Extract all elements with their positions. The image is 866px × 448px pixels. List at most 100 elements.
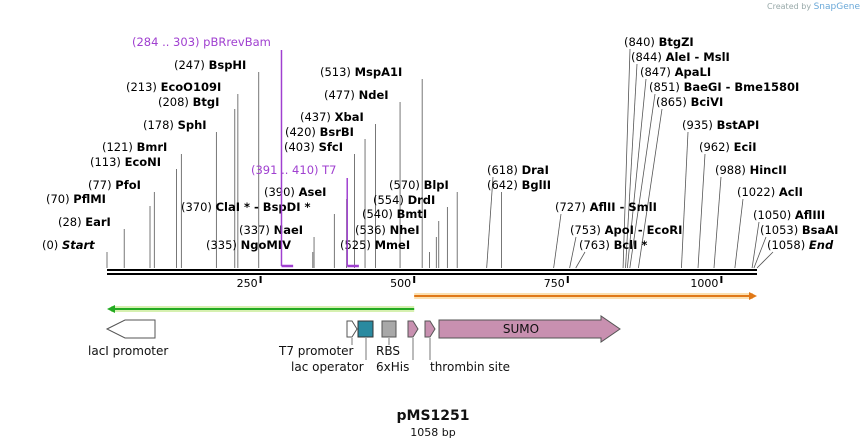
primer-label: (391 .. 410) T7: [251, 163, 337, 177]
enzyme-label: (477) NdeI: [324, 88, 389, 102]
enzyme-name: AclI: [779, 185, 803, 199]
enzyme-pos: (420): [285, 125, 320, 139]
enzyme-name: PflMI: [73, 192, 106, 206]
enzyme-pos: (0): [42, 238, 62, 252]
feature-label: SUMO: [503, 322, 539, 336]
enzyme-line: [751, 221, 760, 269]
enzyme-pos: (540): [362, 207, 397, 221]
enzyme-label: (618) DraI: [487, 163, 549, 177]
enzyme-pos: (962): [699, 140, 734, 154]
enzyme-label: (247) BspHI: [174, 58, 246, 72]
primer-pos: (284 .. 303): [132, 35, 203, 49]
enzyme-name: DraI: [522, 163, 549, 177]
ruler-tick-label: 500: [390, 277, 411, 290]
enzyme-line: [486, 176, 494, 269]
enzyme-pos: (844): [631, 50, 666, 64]
enzyme-name: BclI *: [614, 238, 648, 252]
enzyme-pos: (437): [300, 110, 335, 124]
enzyme-pos: (208): [158, 95, 193, 109]
enzyme-label: (935) BstAPI: [682, 118, 759, 132]
enzyme-label: (865) BciVI: [656, 95, 723, 109]
credit-prefix: Created by: [767, 2, 812, 11]
enzyme-label: (1022) AclI: [737, 185, 803, 199]
lac-operator-shape: [357, 320, 374, 338]
enzyme-label: (437) XbaI: [300, 110, 364, 124]
enzyme-name: BstAPI: [717, 118, 760, 132]
enzyme-name: ApaLI: [675, 65, 712, 79]
enzyme-name: BaeGI - Bme1580I: [684, 80, 800, 94]
enzyme-pos: (988): [715, 163, 750, 177]
primer-name: T7: [321, 163, 336, 177]
enzyme-lines: [106, 48, 774, 269]
enzyme-label: (208) BtgI: [158, 95, 219, 109]
enzyme-pos: (337): [239, 223, 274, 237]
enzyme-name: NaeI: [274, 223, 303, 237]
enzyme-pos: (865): [656, 95, 691, 109]
enzyme-name: BtgI: [193, 95, 220, 109]
enzyme-name: AflII - SmlI: [590, 200, 657, 214]
enzyme-name: AflIII: [795, 208, 825, 222]
enzyme-label: (727) AflII - SmlI: [555, 200, 657, 214]
enzyme-label: (570) BlpI: [389, 178, 449, 192]
enzyme-pos: (178): [143, 118, 178, 132]
enzyme-label: (753) ApoI - EcoRI: [570, 223, 682, 237]
enzyme-name: End: [809, 238, 834, 252]
enzyme-pos: (525): [340, 238, 375, 252]
enzyme-name: BsaAI: [802, 223, 839, 237]
enzyme-pos: (213): [126, 80, 161, 94]
feature-label: T7 promoter: [278, 344, 354, 358]
enzyme-label: (844) AleI - MslI: [631, 50, 730, 64]
feature-label: 6xHis: [376, 360, 409, 374]
enzyme-label: (335) NgoMIV: [206, 238, 291, 252]
enzyme-pos: (1053): [760, 223, 802, 237]
enzyme-label: (113) EcoNI: [90, 155, 161, 169]
enzyme-pos: (28): [58, 215, 85, 229]
enzyme-pos: (403): [284, 140, 319, 154]
enzyme-pos: (851): [649, 80, 684, 94]
enzyme-label: (840) BtgZI: [624, 35, 694, 49]
enzyme-label: (77) PfoI: [88, 178, 141, 192]
enzyme-name: HincII: [750, 163, 787, 177]
enzyme-pos: (753): [570, 223, 605, 237]
enzyme-name: EcoNI: [125, 155, 161, 169]
enzyme-name: NdeI: [359, 88, 389, 102]
enzyme-line: [734, 198, 744, 269]
enzyme-label: (536) NheI: [355, 223, 419, 237]
enzyme-line: [638, 108, 663, 269]
enzyme-label: (1058) End: [767, 238, 834, 252]
enzyme-line: [626, 78, 647, 269]
feature-label: thrombin site: [430, 360, 510, 374]
enzyme-pos: (1022): [737, 185, 779, 199]
enzyme-pos: (1058): [767, 238, 809, 252]
enzyme-name: AseI: [299, 185, 327, 199]
thrombin-site-shape: [424, 320, 436, 338]
plasmid-length: 1058 bp: [410, 426, 456, 439]
laci-promoter-shape: [105, 319, 156, 339]
primers: (284 .. 303) pBRrevBam (391 .. 410) T7: [132, 35, 359, 268]
ruler-tick-label: 1000: [690, 277, 718, 290]
enzyme-label: (420) BsrBI: [285, 125, 354, 139]
primer-label: (284 .. 303) pBRrevBam: [132, 35, 271, 49]
orange-arrow-head: [749, 292, 757, 300]
enzyme-pos: (847): [640, 65, 675, 79]
enzyme-name: BlpI: [424, 178, 449, 192]
enzyme-label: (403) SfcI: [284, 140, 343, 154]
enzyme-line: [713, 176, 722, 269]
enzyme-name: EciI: [734, 140, 757, 154]
enzyme-name: SfcI: [319, 140, 343, 154]
enzyme-name: EarI: [85, 215, 111, 229]
enzyme-pos: (554): [373, 193, 408, 207]
enzyme-name: BsrBI: [320, 125, 354, 139]
enzyme-pos: (113): [90, 155, 125, 169]
feature-label: lac operator: [291, 360, 364, 374]
enzyme-name: BglII: [522, 178, 552, 192]
enzyme-name: AleI - MslI: [666, 50, 730, 64]
enzyme-pos: (570): [389, 178, 424, 192]
primer-pos: (391 .. 410): [251, 163, 322, 177]
feature-label: lacI promoter: [88, 344, 168, 358]
enzyme-label: (763) BclI *: [579, 238, 647, 252]
enzyme-line: [697, 153, 706, 269]
enzyme-label: (540) BmtI: [362, 207, 427, 221]
enzyme-label: (213) EcoO109I: [126, 80, 221, 94]
